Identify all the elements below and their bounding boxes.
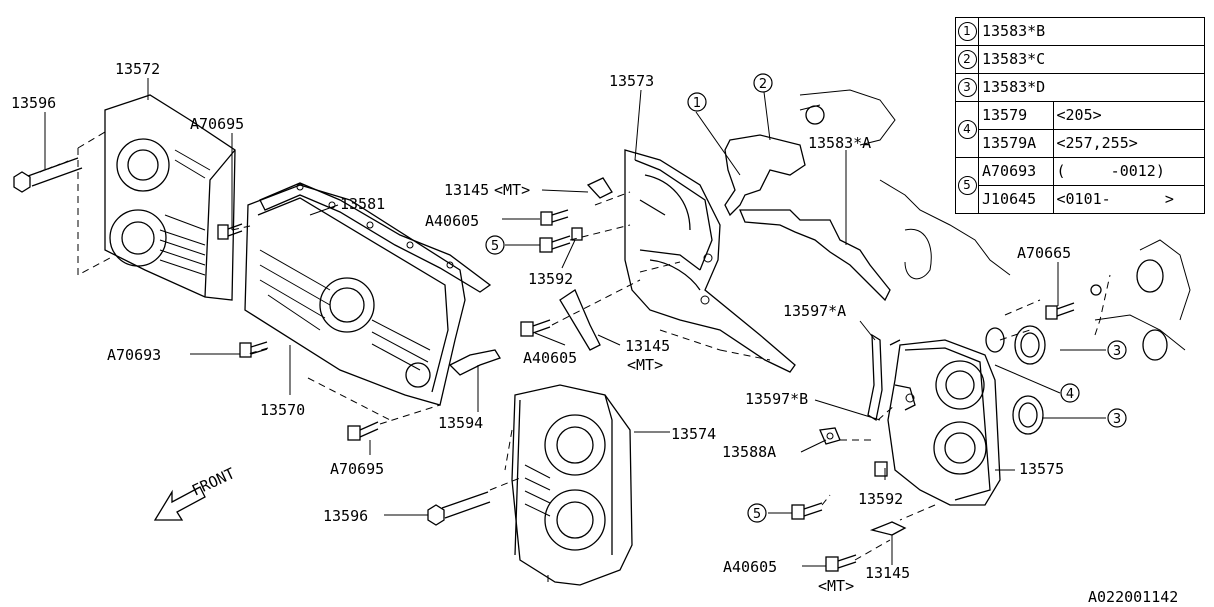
part-13572-cover: [104, 94, 236, 301]
part-13570-cover: [244, 184, 466, 406]
part-13573-cover: [624, 149, 796, 373]
legend-row: 4 13579 <205>: [955, 101, 1205, 158]
legend-row: 3 13583*D: [955, 73, 1205, 102]
label-a40605-lower: A40605: [723, 558, 777, 576]
label-13570: 13570: [260, 401, 305, 419]
label-a70695-lower: A70695: [330, 460, 384, 478]
label-13574: 13574: [671, 425, 716, 443]
label-13572: 13572: [115, 60, 160, 78]
callout-2: 2: [753, 73, 773, 93]
label-a70695-upper: A70695: [190, 115, 244, 133]
callout-3-lower: 3: [1107, 408, 1127, 428]
label-13145-lower: 13145: [865, 564, 910, 582]
callout-5-lower-text: 5: [753, 507, 761, 522]
callout-5-lower: 5: [747, 503, 767, 523]
front-direction-arrow: [153, 486, 206, 521]
bolts-center-group: [520, 177, 613, 351]
legend-part: 13583*D: [978, 73, 1205, 102]
legend-row: 13579A <257,255>: [956, 129, 1205, 158]
callout-1: 1: [687, 92, 707, 112]
legend-note: <0101- >: [1052, 185, 1205, 214]
label-a70665: A70665: [1017, 244, 1071, 262]
seal-13579: [985, 327, 1005, 353]
part-13583-gaskets: [724, 89, 896, 302]
legend-part: A70693: [978, 157, 1054, 186]
label-13594: 13594: [438, 414, 483, 432]
part-13597b-gasket: [894, 384, 916, 411]
label-13145-upper: 13145: [444, 181, 489, 199]
bolt-13596-left: [13, 157, 83, 193]
label-a70693: A70693: [107, 346, 161, 364]
label-front: FRONT: [189, 464, 238, 499]
legend-part: 13579A: [978, 129, 1054, 158]
legend-key: 1: [957, 22, 977, 41]
callout-3-upper-text: 3: [1113, 344, 1121, 359]
bolts-right-bottom: [791, 461, 907, 572]
legend-note: <205>: [1052, 101, 1205, 130]
bolt-a70695-lower: [347, 421, 379, 441]
label-13145-center: 13145: [625, 337, 670, 355]
legend-key-cell: 1: [955, 17, 979, 46]
assembly-dashed-lines: [77, 131, 1111, 582]
label-mt-lower: <MT>: [818, 577, 854, 595]
label-13583a: 13583*A: [808, 134, 871, 152]
parts-legend-table: 1 13583*B 2 13583*C 3 13583*D 4 13579 <2…: [955, 17, 1205, 214]
legend-part: 13583*C: [978, 45, 1205, 74]
legend-key-cell: 3: [955, 73, 979, 102]
label-13588a: 13588A: [722, 443, 776, 461]
part-13574-cover: [511, 384, 633, 586]
callout-4: 4: [1060, 383, 1080, 403]
legend-key-cell: 4: [955, 101, 979, 158]
callout-5-center: 5: [485, 235, 505, 255]
legend-note: ( -0012): [1052, 157, 1205, 186]
part-13575-cover: [887, 339, 1001, 506]
label-13581: 13581: [340, 195, 385, 213]
legend-part: 13583*B: [978, 17, 1205, 46]
bolt-13596-lower: [427, 491, 491, 526]
bolt-a70693: [239, 341, 268, 358]
callout-3-upper: 3: [1107, 340, 1127, 360]
label-13597a: 13597*A: [783, 302, 846, 320]
part-13594-seal: [448, 349, 501, 376]
label-a40605-center: A40605: [523, 349, 577, 367]
legend-key: 3: [957, 78, 977, 97]
callout-3-lower-text: 3: [1113, 412, 1121, 427]
label-13592-center: 13592: [528, 270, 573, 288]
legend-row: J10645 <0101- >: [956, 185, 1205, 214]
legend-key-cell: 2: [955, 45, 979, 74]
legend-row: 2 13583*C: [955, 45, 1205, 74]
legend-note: <257,255>: [1052, 129, 1205, 158]
legend-key: 2: [957, 50, 977, 69]
seal-13583d-upper: [1014, 325, 1046, 365]
legend-row: 5 A70693 ( -0012): [955, 157, 1205, 214]
figure-code: A022001142: [1088, 588, 1179, 606]
label-13592-right: 13592: [858, 490, 903, 508]
bolt-a70665: [1045, 284, 1102, 320]
legend-key: 5: [957, 176, 977, 195]
callout-2-text: 2: [759, 77, 767, 92]
seal-13583d-lower: [1012, 395, 1044, 435]
part-13581-gasket: [259, 182, 492, 293]
legend-key-cell: 5: [955, 157, 979, 214]
callout-4-text: 4: [1066, 387, 1074, 402]
part-13597a-gasket: [867, 333, 901, 422]
legend-part: J10645: [978, 185, 1054, 214]
label-mt-center: <MT>: [627, 356, 663, 374]
leader-lines: [44, 78, 1106, 567]
label-13575: 13575: [1019, 460, 1064, 478]
legend-row: 1 13583*B: [955, 17, 1205, 46]
label-13596-left: 13596: [11, 94, 56, 112]
callout-5-center-text: 5: [491, 239, 499, 254]
label-a40605-upper: A40605: [425, 212, 479, 230]
callout-1-text: 1: [693, 96, 701, 111]
legend-part: 13579: [978, 101, 1054, 130]
label-13596-lower: 13596: [323, 507, 368, 525]
legend-key: 4: [957, 120, 977, 139]
engine-block-outline: [879, 179, 1191, 361]
label-13573: 13573: [609, 72, 654, 90]
label-mt-upper: <MT>: [494, 181, 530, 199]
label-13597b: 13597*B: [745, 390, 808, 408]
bolt-a70695-upper: [217, 223, 243, 240]
